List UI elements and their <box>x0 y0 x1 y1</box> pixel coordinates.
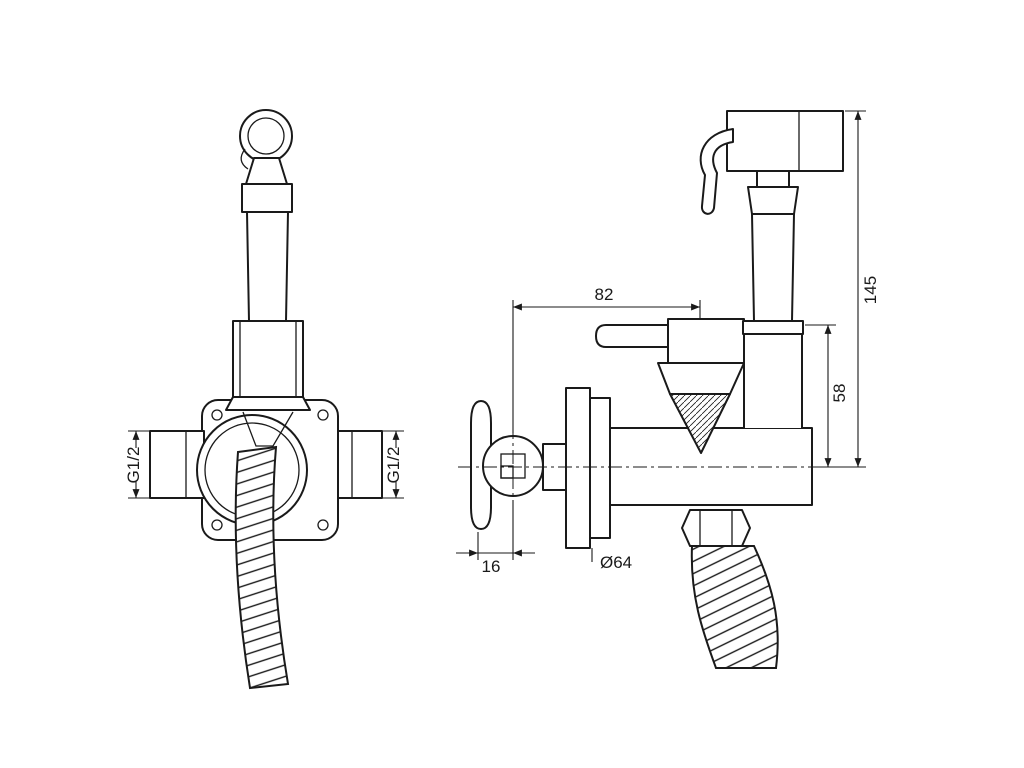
sprayer-handle-front <box>246 211 289 322</box>
ring-clip <box>240 148 249 170</box>
sprayer-head-front <box>241 183 293 213</box>
spray-head-side <box>726 110 844 172</box>
hose-side <box>690 545 779 669</box>
dim-145: 145 <box>814 110 880 468</box>
holder-tube-side <box>743 334 803 428</box>
sprayer-shoulder-side <box>747 186 799 215</box>
wall-flange-plate <box>565 387 591 549</box>
sprayer-neck-side <box>756 170 790 188</box>
dim-label-145: 145 <box>861 276 880 304</box>
screw-hole <box>317 519 329 531</box>
hex-nut <box>681 509 751 547</box>
holder-sleeve <box>232 320 304 398</box>
screw-hole <box>317 409 329 421</box>
dim-label-g12-right: G1/2 <box>384 447 403 484</box>
screw-hole <box>211 409 223 421</box>
dim-label-82: 82 <box>595 285 614 304</box>
hose-front <box>234 445 290 690</box>
dim-label-64: Ø64 <box>600 553 632 572</box>
dim-g12-left: G1/2 <box>124 430 150 499</box>
sprayer-handle-side <box>751 213 795 322</box>
dim-label-58: 58 <box>830 384 849 403</box>
holder-shoulder <box>225 396 311 411</box>
valve-bonnet <box>657 362 745 395</box>
holder-ring-inner <box>247 117 285 155</box>
holder-collar-side <box>742 320 804 335</box>
dim-g12-right: G1/2 <box>382 430 404 499</box>
inlet-left <box>149 430 205 499</box>
dim-label-g12-left: G1/2 <box>124 447 143 484</box>
dim-diameter-64: Ø64 <box>591 548 632 572</box>
screw-hole <box>211 519 223 531</box>
dim-58: 58 <box>805 324 849 467</box>
dim-82: 82 <box>512 285 701 433</box>
wall-flange-escutcheon <box>589 397 611 539</box>
side-view: 82 145 58 16 Ø64 <box>456 110 880 669</box>
hose-connector-front <box>242 411 294 447</box>
front-view: G1/2 G1/2 <box>124 109 404 690</box>
valve-notch-detail <box>500 465 514 479</box>
inlet-right <box>337 430 383 499</box>
trigger-lever <box>699 128 734 215</box>
mixer-lever-handle <box>595 324 669 348</box>
dim-label-16: 16 <box>482 557 501 576</box>
sprayer-neck <box>245 157 288 185</box>
handwheel-edge <box>470 400 492 530</box>
mixer-lever-hub <box>667 318 745 364</box>
dim-16: 16 <box>456 500 535 576</box>
